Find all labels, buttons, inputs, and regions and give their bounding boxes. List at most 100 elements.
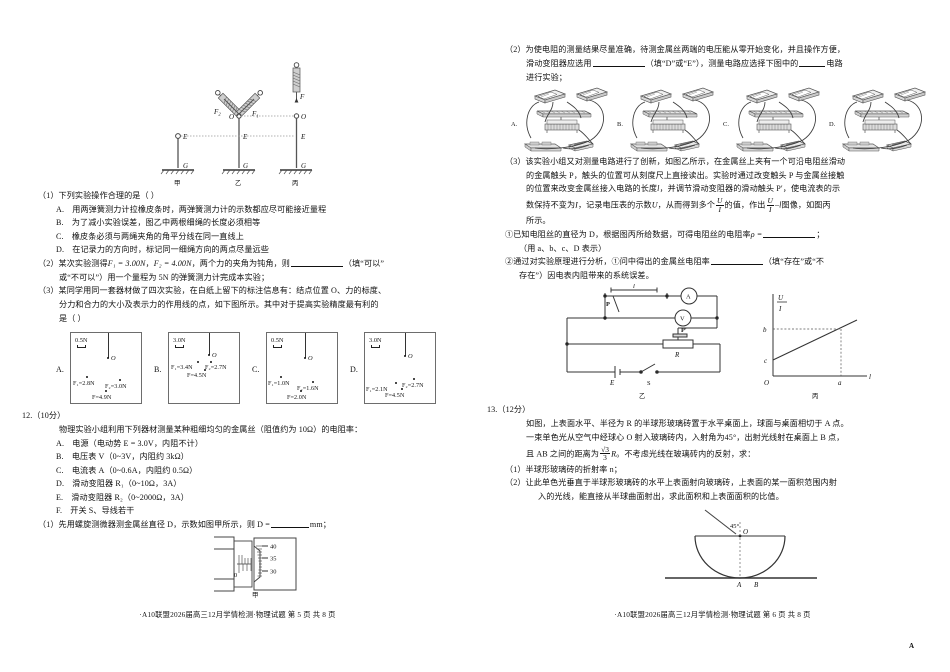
rq2-tail: 电路 [826,58,843,68]
question-12-stem: 物理实验小组利用下列器材测量某种粗细均匀的金属丝（阻值约为 10Ω）的电阻率： [59,425,363,435]
force-option-a-f: F=4.9N [92,395,112,402]
svg-text:l: l [869,373,871,381]
q12-sub1-blank[interactable] [270,520,309,528]
q13-l3a: 且 AB 之间的距离为 [526,449,600,459]
rq2-mid: （填“D”或“E”），测量电路应选择下图中的 [645,58,799,68]
question-12-number: 12.（10分） [22,411,66,421]
svg-text:E: E [182,133,188,141]
force-option-c-box[interactable]: 0.5N O F₁=1.0N F₂=1.6N F=2.0N [266,332,338,405]
page-left: E G 甲 [22,62,457,619]
question-1-option-d[interactable]: D. 在记录力的方向时，标记同一细绳方向的两点尽量远些 [56,245,269,255]
rq3-minus-l: –l [774,200,782,210]
force-option-c-f2: F₂=1.6N [297,386,319,393]
q2-f1-value: F₁ = 3.00N [107,258,146,268]
question-1-option-c[interactable]: C. 橡皮条必须与两绳夹角的角平分线在同一直线上 [56,231,244,241]
rq3-item1-blank[interactable] [763,230,816,238]
force-option-a-f1: F₁=2.8N [73,381,95,388]
svg-text:O: O [229,113,234,121]
force-option-d-dot-f1 [395,382,397,385]
force-option-a-f2: F₂=3.0N [105,384,127,391]
force-option-b-o-label: O [212,352,217,360]
rq3-item2-blank[interactable] [710,257,763,266]
question-13-line-1: 如图，上表面水平、半径为 R 的半球形玻璃砖置于水平桌面上，球面与桌面相切于 A… [526,419,849,429]
force-option-a-o-label: O [111,355,116,363]
q12-sub1-unit: mm； [309,519,331,529]
right-question-3-line-2: 的金属触头 P，触头的位置可从刻度尺上直接读出。实验时通过改变触头 P 与金属丝… [526,170,845,180]
rq3-l4a: 数保持不变为 [526,200,576,210]
question-12-item-b: B. 电压表 V（0~3V，内阻约 3kΩ） [56,452,189,462]
question-13-line-2: 一束单色光从空气中经球心 O 射入玻璃砖内，入射角为45°，出射光线射在桌面上 … [526,433,845,443]
force-option-c-line [305,333,306,359]
rq3-U-symbol: U [651,200,658,210]
force-option-d-o-label: O [408,353,413,361]
q2-answer-blank[interactable] [290,259,343,267]
svg-text:O: O [301,113,306,121]
footer-left: ·A10联盟2026届高三12月学情检测·物理试题 第 5 页 共 8 页 [139,610,336,619]
svg-text:V: V [680,316,685,323]
svg-text:E: E [242,133,248,141]
right-question-3-line-3: 的位置来改变金属丝接入电路的长度l，并调节滑动变阻器的滑动触头 P′，使电流表的… [505,183,930,195]
force-option-d-dot-o [404,355,406,358]
svg-text:G: G [183,162,188,170]
force-option-a-box[interactable]: 0.5N O F₁=2.8N F₂=3.0N F=4.9N [70,332,142,405]
force-option-b-line [209,333,210,356]
force-option-b-f1: F₁=3.4N [171,365,193,372]
question-12-item-e: E. 滑动变阻器 R₂（0~2000Ω，3A） [56,492,189,502]
right-question-2-line-1: （2）为使电阻的测量结果尽量准确，待测金属丝两端的电压能从零开始变化，并且操作方… [505,45,846,54]
rq3-l3a: 的位置来改变金属丝接入电路的长度 [526,184,658,194]
svg-text:O: O [743,528,748,536]
svg-text:D.: D. [829,121,836,128]
svg-text:P′: P′ [681,327,687,334]
rq2-blank-2[interactable] [799,59,826,67]
question-1-option-a[interactable]: A. 用两弹簧测力计拉橡皮条时，两弹簧测力计的示数都应尽可能接近量程 [56,204,327,214]
question-12-item-d: D. 滑动变阻器 R₁（0~10Ω，3A） [56,479,182,489]
force-option-boxes: A. 0.5N O F₁=2.8N F₂=3.0N F=4.9N B. [38,328,457,406]
svg-text:c: c [764,357,768,365]
force-option-c-dot-f [300,390,302,393]
svg-text:B.: B. [617,121,623,128]
svg-text:甲: 甲 [252,591,259,599]
rq2-lead: 滑动变阻器应选用 [526,58,592,68]
q13-l3b: 。不考虑光线在玻璃砖内的反射，求： [616,449,756,459]
rq3-item1-a: ①已知电阻丝的直径为 D，根据图丙所给数据，可得电阻丝的电阻率 [505,229,751,239]
question-3-line-3: 是（ ） [59,313,86,323]
rq2-blank-1[interactable] [592,59,645,67]
force-option-b-dot-f1 [197,361,199,364]
svg-text:B: B [754,581,759,589]
rq3-l3b: ，并调节滑动变阻器的滑动触头 P′，使电流表的示 [659,184,841,194]
svg-text:C.: C. [723,121,729,128]
footer-right: ·A10联盟2026届高三12月学情检测·物理试题 第 6 页 共 8 页 [614,610,811,619]
question-12-sub-1: （1）先用螺旋测微器测金属丝直径 D，示数如图甲所示，则 D = mm； [38,519,457,531]
page-right: （2）为使电阻的测量结果尽量准确，待测金属丝两端的电压能从零开始变化，并且操作方… [475,0,950,672]
right-question-3-item-2-cont: 存在”）因电表内阻带来的系统误差。 [519,271,654,281]
svg-text:A: A [736,581,742,589]
question-1-stem: （1）下列实验操作合理的是（ ） [38,191,159,200]
svg-text:30: 30 [270,569,277,576]
force-option-b-box[interactable]: 3.0N O F₁=3.4N F₂=2.7N F=4.5N [168,332,240,405]
question-2-line-1: （2）某次实验测得F₁ = 3.00N，F₂ = 4.00N，两个力的夹角为钝角… [38,258,457,270]
question-3-line-1: （3）某同学用同一套器材做了四次实验，在白纸上留下的标注信息有：结点位置 O、力… [38,286,387,296]
force-option-c-dot-f2 [312,381,314,384]
svg-text:U: U [778,294,784,302]
force-option-d-box[interactable]: 3.0N O F₁=2.1N F₂=2.7N F=4.5N [364,332,436,405]
force-option-c-f: F=2.0N [287,395,307,402]
q12-sub1-text: （1）先用螺旋测微器测金属丝直径 D，示数如图甲所示，则 D = [38,519,270,529]
question-12-item-a: A. 电源（电动势 E = 3.0V，内阻不计） [56,438,204,448]
force-option-b-dot-f2 [210,361,212,364]
rq3-l-symbol-2: l [779,200,782,210]
question-12-item-c: C. 电流表 A（0~0.6A，内阻约 0.5Ω） [56,465,198,475]
force-option-a-dot-f1 [86,376,88,379]
question-1-option-b[interactable]: B. 为了减小实验误差，图乙中两根细绳的长度必须相等 [56,218,261,228]
q13-frac-den: 3 [603,453,607,463]
q13-frac-num: √3 [600,444,611,455]
force-option-c-scale: 0.5N [271,337,284,345]
force-option-b-scale: 3.0N [173,337,186,345]
corner-marker: A [908,642,914,650]
svg-text:G: G [243,162,248,170]
right-question-2-line-3: 进行实验； [526,72,567,82]
svg-text:E: E [609,379,615,387]
force-option-d-f1: F₁=2.1N [366,387,388,394]
svg-text:乙: 乙 [235,179,242,187]
force-option-d-letter: D. [350,365,358,375]
